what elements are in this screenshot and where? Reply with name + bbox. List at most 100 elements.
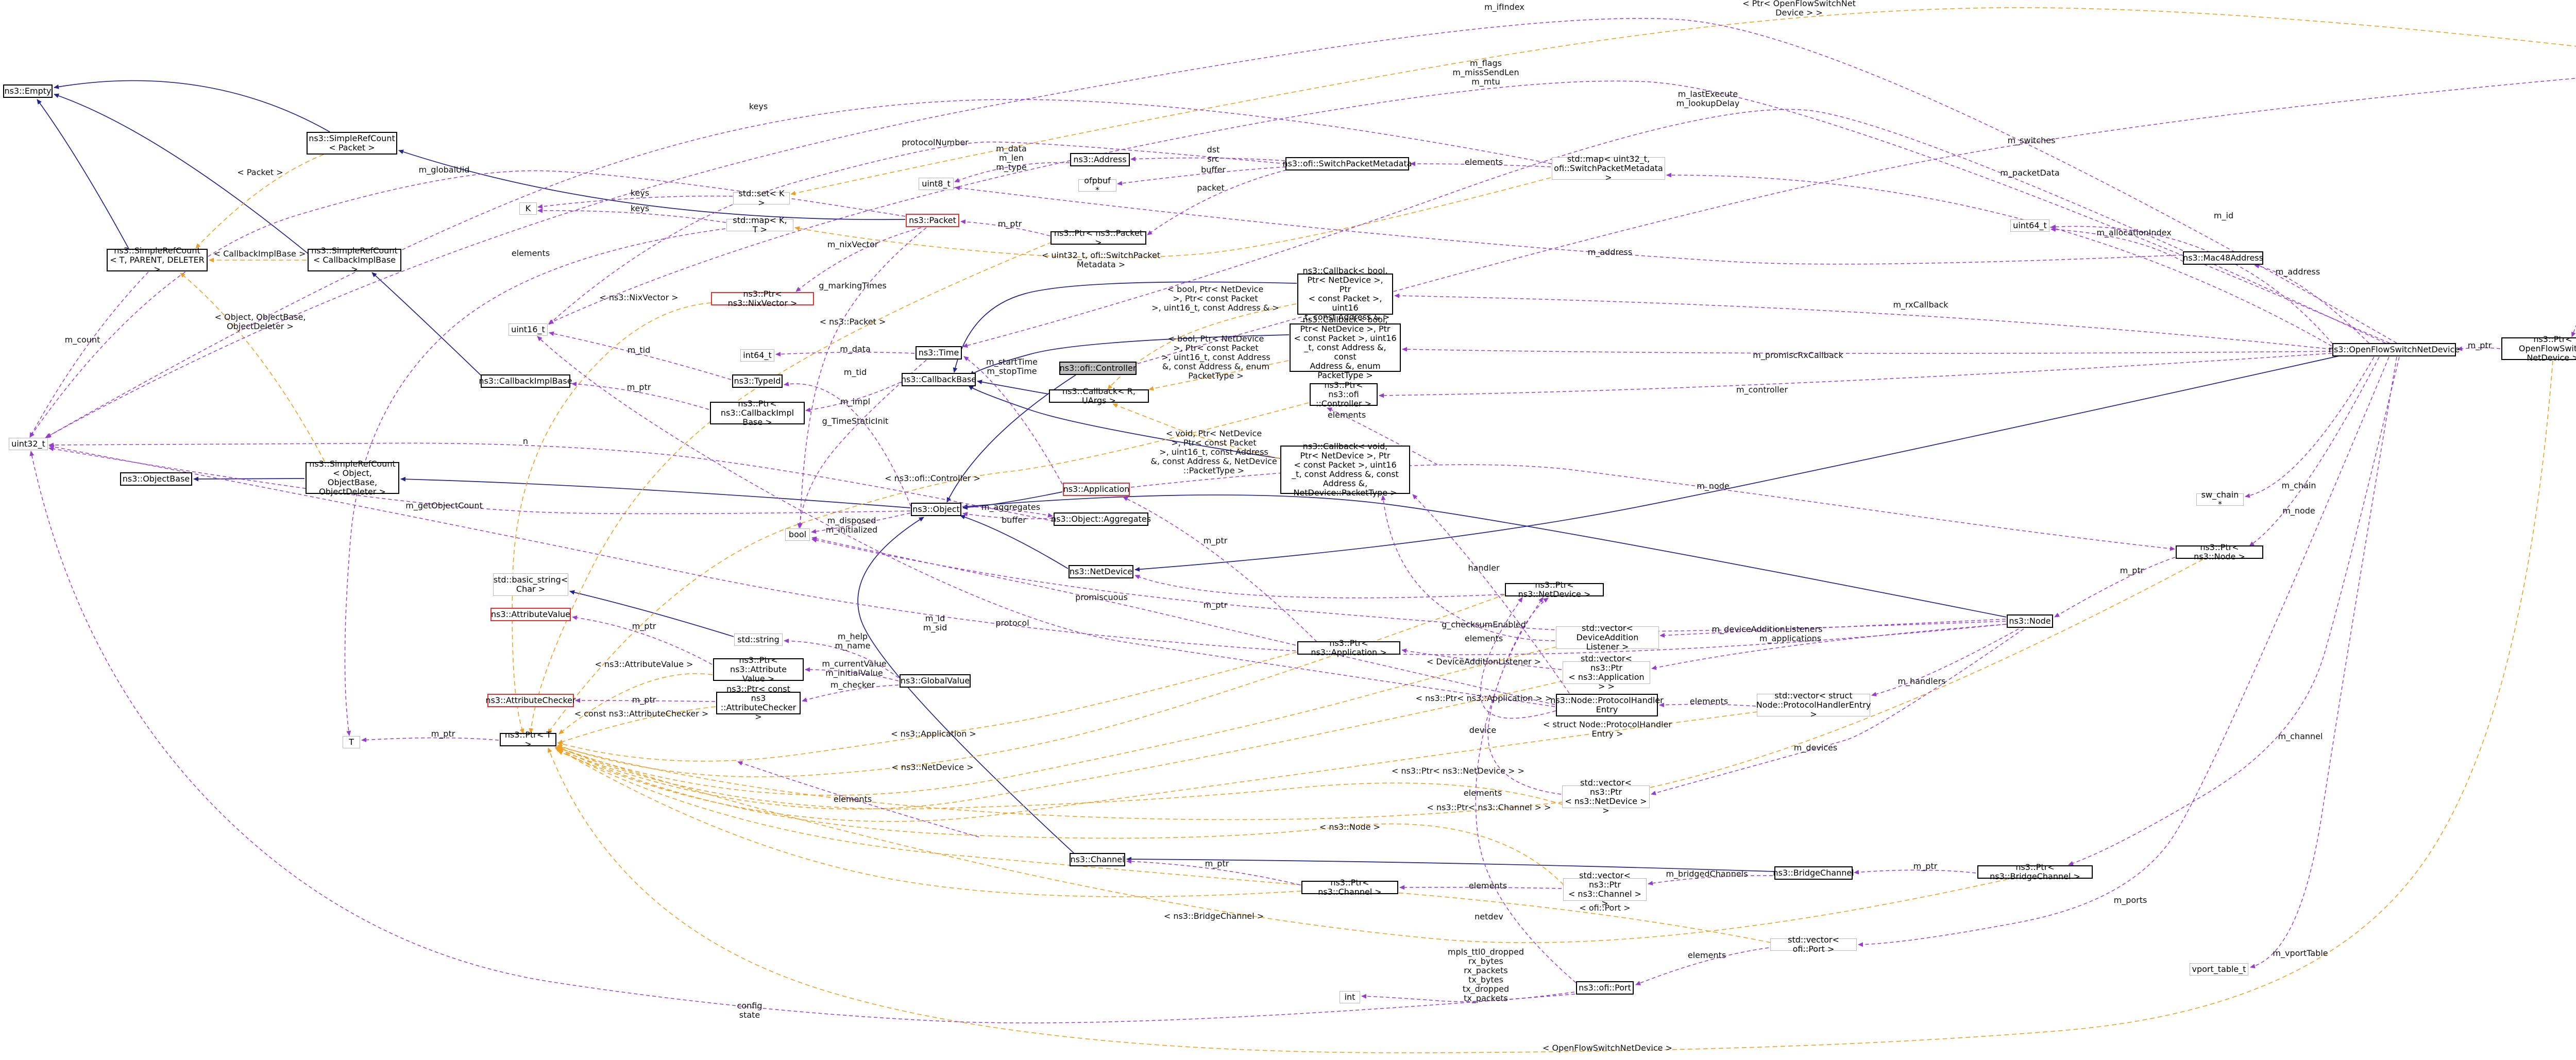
node-empty[interactable]: ns3::Empty: [3, 84, 53, 98]
node-ptrNetdev[interactable]: ns3::Ptr< ns3::NetDevice >: [1505, 580, 1604, 599]
edge-vecDAL-ptrT: [557, 646, 1557, 796]
node-T[interactable]: T: [343, 736, 360, 748]
node-mapKT[interactable]: std::map< K, T >: [726, 216, 793, 234]
node-ptrChannel[interactable]: ns3::Ptr< ns3::Channel >: [1301, 878, 1398, 896]
node-object[interactable]: ns3::Object: [911, 503, 961, 516]
node-uint32[interactable]: uint32_t: [9, 438, 48, 450]
node-cbBool2[interactable]: ns3::Callback< bool, Ptr< NetDevice >, P…: [1290, 315, 1401, 380]
edge-spm-address: [1130, 157, 1285, 162]
node-attrValue[interactable]: ns3::AttributeValue: [490, 608, 571, 621]
node-cib[interactable]: ns3::CallbackImplBase: [479, 374, 572, 388]
edge-bridgeChannel-vecPtrChannel: [1648, 875, 1773, 886]
node-ptrAttrValue[interactable]: ns3::Ptr< ns3::Attribute Value >: [713, 656, 804, 683]
node-ofpbuf[interactable]: ofpbuf *: [1078, 176, 1116, 194]
node-vecPHE[interactable]: std::vector< struct Node::ProtocolHandle…: [1756, 691, 1871, 719]
edge-packet-bool: [798, 227, 927, 528]
node-srcPacket[interactable]: ns3::SimpleRefCount < Packet >: [307, 132, 397, 155]
node-cbVoid[interactable]: ns3::Callback< void, Ptr< NetDevice >, P…: [1280, 442, 1410, 497]
node-K[interactable]: K: [519, 202, 537, 215]
edge-srcTPD-uint32: [29, 271, 149, 438]
node-controller[interactable]: ns3::ofi::Controller: [1059, 362, 1137, 375]
node-vecDAL[interactable]: std::vector< DeviceAddition Listener >: [1556, 624, 1659, 651]
node-ofsnd[interactable]: ns3::OpenFlowSwitchNetDevice: [2329, 343, 2460, 356]
node-mapSPM[interactable]: std::map< uint32_t, ofi::SwitchPacketMet…: [1552, 155, 1665, 182]
node-spm[interactable]: ns3::ofi::SwitchPacketMetadata: [1282, 157, 1412, 170]
edge-setOFSND-setK: [790, 7, 2576, 196]
node-ptrPacket[interactable]: ns3::Ptr< ns3::Packet >: [1050, 229, 1146, 247]
node-globalValue[interactable]: ns3::GlobalValue: [900, 674, 971, 688]
node-vport[interactable]: vport_table_t: [2190, 963, 2248, 976]
node-ptrOFSND[interactable]: ns3::Ptr< OpenFlowSwitch NetDevice >: [2501, 335, 2576, 362]
node-vecPtrApp[interactable]: std::vector< ns3::Ptr < ns3::Application…: [1563, 654, 1650, 691]
edge-cbBool2-cbBase: [970, 334, 1290, 376]
node-address[interactable]: ns3::Address: [1070, 153, 1130, 166]
node-typeid[interactable]: ns3::TypeId: [732, 374, 783, 388]
edge-ptrNetdev-ptrT: [557, 594, 1506, 778]
edge-spm-ofpbuf: [1117, 166, 1286, 186]
node-phe[interactable]: ns3::Node::ProtocolHandler Entry: [1550, 694, 1664, 716]
edge-ofsnd-swchain: [2245, 356, 2375, 498]
node-ptrT[interactable]: ns3::Ptr< T >: [500, 730, 556, 748]
edge-vecPtrApp-ptrT: [557, 680, 1564, 810]
node-ptrAttrChecker[interactable]: ns3::Ptr< const ns3 ::AttributeChecker >: [716, 685, 801, 721]
node-port[interactable]: ns3::ofi::Port: [1576, 981, 1634, 995]
node-application[interactable]: ns3::Application: [1063, 483, 1130, 496]
edge-vecPHE-phe: [1659, 703, 1756, 708]
node-bridgeChannel[interactable]: ns3::BridgeChannel: [1773, 866, 1854, 880]
edge-cbBool1-cbBase: [953, 281, 1297, 373]
node-cbRU[interactable]: ns3::Callback< R, UArgs >: [1049, 387, 1149, 405]
node-setK[interactable]: std::set< K >: [733, 189, 790, 207]
edge-cbBool1-cbRU: [1107, 303, 1297, 390]
node-uint8[interactable]: uint8_t: [919, 178, 954, 190]
edge-bridgeChannel-channel: [1126, 857, 1774, 872]
node-int[interactable]: int: [1340, 991, 1360, 1003]
node-basicString[interactable]: std::basic_string< Char >: [493, 573, 568, 596]
edge-srcOOD-srcTPD: [180, 272, 325, 462]
node-ptrApp[interactable]: ns3::Ptr< ns3::Application >: [1297, 639, 1400, 657]
node-srcOOD[interactable]: ns3::SimpleRefCount < Object, ObjectBase…: [306, 459, 399, 496]
node-ptrController[interactable]: ns3::Ptr< ns3::ofi ::Controller >: [1310, 381, 1378, 408]
node-int64[interactable]: int64_t: [740, 349, 774, 362]
node-cbBool1[interactable]: ns3::Callback< bool, Ptr< NetDevice >, P…: [1297, 266, 1393, 321]
edge-stdString-basicString: [569, 590, 734, 637]
node-vecPort[interactable]: std::vector< ofi::Port >: [1770, 935, 1857, 953]
node-ptrCIB[interactable]: ns3::Ptr< ns3::CallbackImpl Base >: [710, 399, 805, 426]
node-ptrNode[interactable]: ns3::Ptr< ns3::Node >: [2176, 543, 2263, 561]
node-objectBase[interactable]: ns3::ObjectBase: [120, 472, 192, 486]
node-vecPtrNetdev[interactable]: std::vector< ns3::Ptr < ns3::NetDevice >…: [1562, 778, 1650, 815]
edge-ptrBridgeChannel-ptrT: [555, 746, 2008, 944]
edge-mapKT-T: [344, 228, 726, 736]
node-node[interactable]: ns3::Node: [2007, 614, 2053, 628]
edge-ptrAttrValue-attrValue: [572, 615, 713, 665]
node-bool[interactable]: bool: [785, 528, 810, 541]
node-uint16[interactable]: uint16_t: [509, 323, 548, 336]
edge-node-uint32: [49, 444, 2006, 655]
edge-cbRU-cbBase: [977, 380, 1049, 395]
edge-application-time: [963, 356, 1063, 485]
edge-ofsnd-cbBool1: [1394, 293, 2332, 350]
node-netdevice[interactable]: ns3::NetDevice: [1069, 565, 1133, 578]
edge-aggregates-uint32: [48, 442, 1055, 522]
node-time[interactable]: ns3::Time: [916, 346, 962, 360]
edge-ptrPacket-ptrT: [529, 242, 1053, 733]
node-channel[interactable]: ns3::Channel: [1070, 853, 1125, 866]
edge-ofsnd-ptrBridgeChannel: [2068, 356, 2400, 866]
node-vecPtrChannel[interactable]: std::vector< ns3::Ptr < ns3::Channel > >: [1563, 871, 1647, 908]
node-ptrNix[interactable]: ns3::Ptr< ns3::NixVector >: [711, 289, 814, 307]
edge-srcTPD-empty: [37, 99, 129, 249]
edge-phe-ptrNetdev: [1480, 597, 1556, 719]
node-aggregates[interactable]: ns3::Object::Aggregates: [1051, 512, 1151, 526]
node-srcTPD[interactable]: ns3::SimpleRefCount < T, PARENT, DELETER…: [107, 246, 208, 273]
node-uint64[interactable]: uint64_t: [2010, 219, 2049, 232]
node-attrChecker[interactable]: ns3::AttributeChecker: [485, 694, 576, 707]
node-cbBase[interactable]: ns3::CallbackBase: [901, 373, 976, 386]
edge-ofsnd-uint32: [45, 18, 2397, 438]
edge-vecPtrNetdev-ptrNetdev: [1487, 597, 1562, 795]
node-packet[interactable]: ns3::Packet: [906, 214, 959, 227]
node-srcCIB[interactable]: ns3::SimpleRefCount < CallbackImplBase >: [308, 246, 401, 273]
edge-packet-ptrNix: [795, 227, 922, 292]
node-swchain[interactable]: sw_chain *: [2196, 490, 2244, 508]
node-ptrBridgeChannel[interactable]: ns3::Ptr< ns3::BridgeChannel >: [1977, 863, 2093, 881]
node-stdString[interactable]: std::string: [734, 634, 783, 646]
node-mac48[interactable]: ns3::Mac48Address: [2183, 251, 2263, 265]
